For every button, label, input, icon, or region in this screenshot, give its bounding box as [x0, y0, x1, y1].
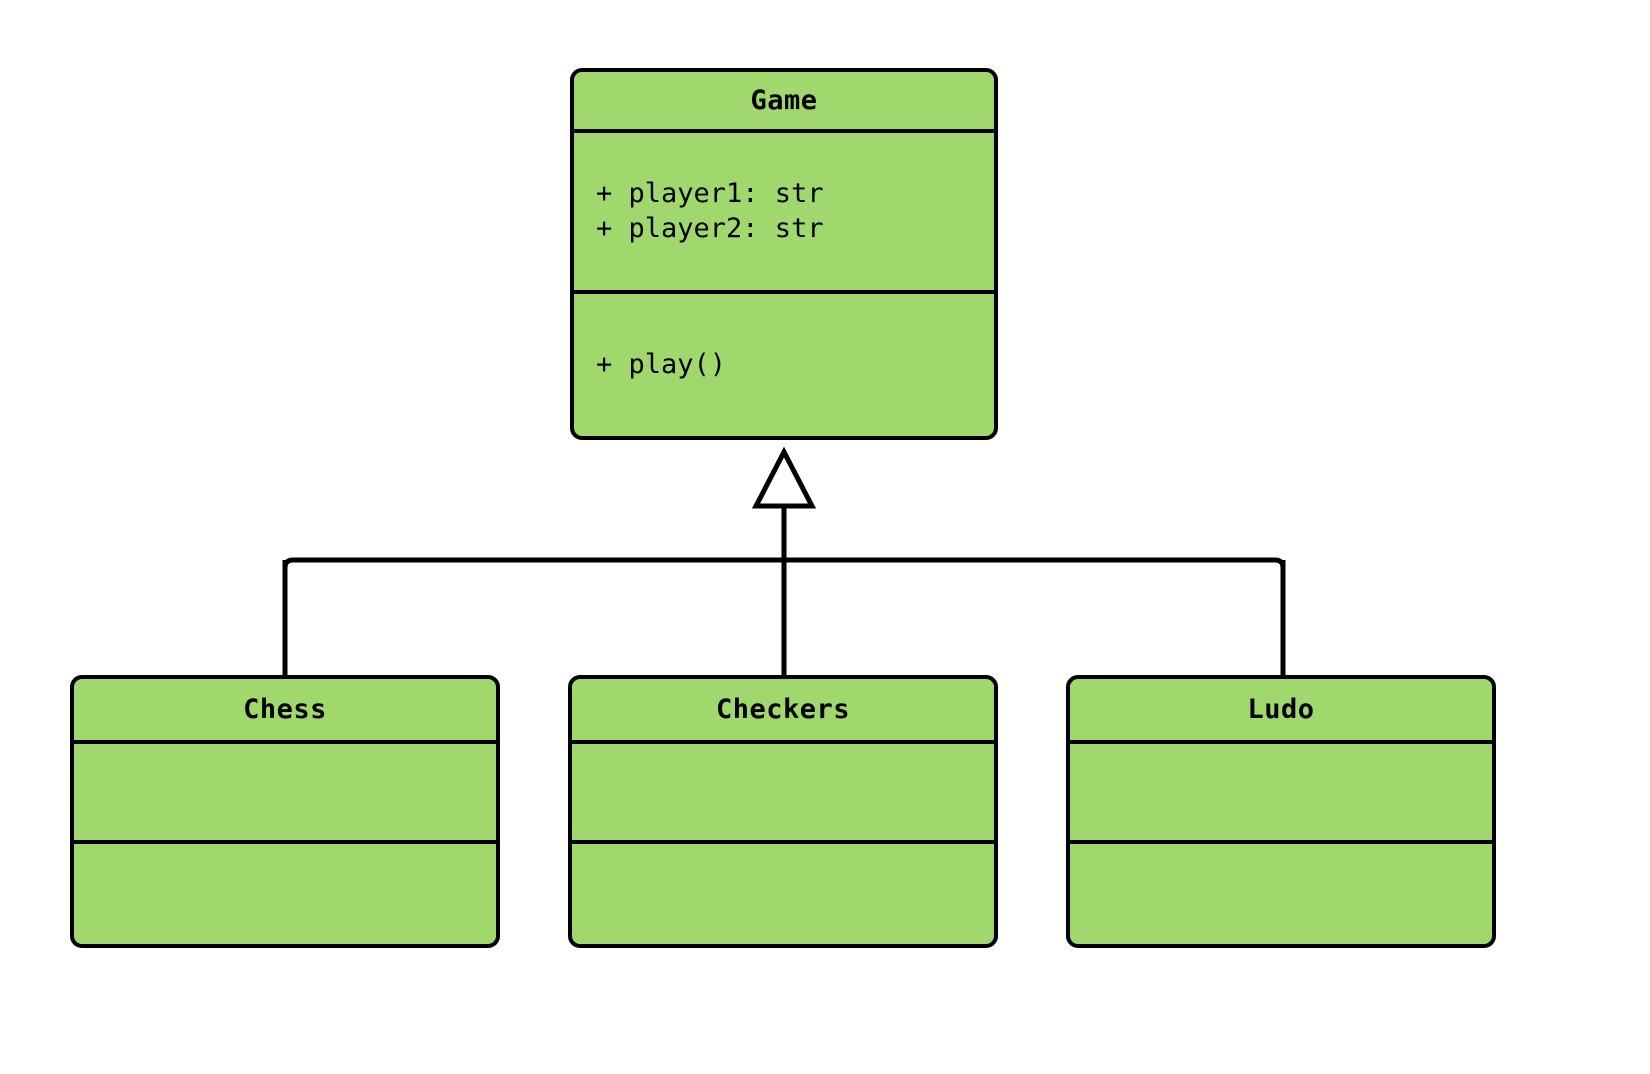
class-methods-chess: [74, 844, 496, 944]
class-box-checkers[interactable]: Checkers: [568, 675, 998, 948]
method-item: + play(): [596, 349, 727, 380]
attribute-item: + player1: str: [596, 177, 824, 209]
connector-bus: [282, 557, 1286, 590]
inheritance-arrowhead: [751, 446, 817, 509]
class-name-chess: Chess: [74, 679, 496, 744]
class-methods-ludo: [1070, 844, 1492, 944]
class-box-ludo[interactable]: Ludo: [1066, 675, 1496, 948]
class-attributes-chess: [74, 744, 496, 844]
class-attributes-game: + player1: str + player2: str: [574, 133, 994, 294]
class-attributes-checkers: [572, 744, 994, 844]
attribute-item: + player2: str: [596, 213, 824, 245]
class-box-game[interactable]: Game + player1: str + player2: str + pla…: [570, 68, 998, 440]
class-box-chess[interactable]: Chess: [70, 675, 500, 948]
class-name-game: Game: [574, 72, 994, 134]
class-attributes-ludo: [1070, 744, 1492, 844]
class-methods-checkers: [572, 844, 994, 944]
class-name-ludo: Ludo: [1070, 679, 1492, 744]
class-name-checkers: Checkers: [572, 679, 994, 744]
class-methods-game: + play(): [574, 294, 994, 436]
